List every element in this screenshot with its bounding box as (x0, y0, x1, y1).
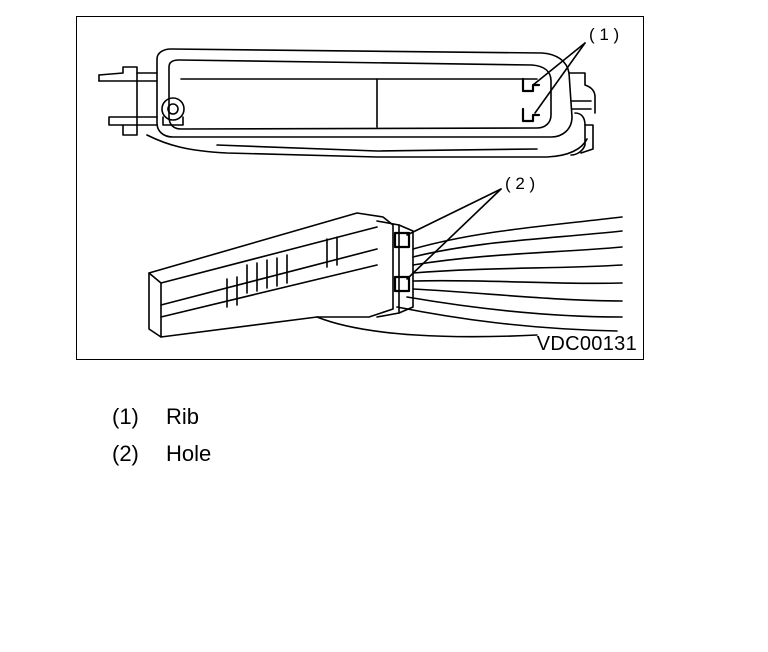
legend-label: Rib (166, 403, 200, 429)
callout-hole: ( 2 ) (406, 174, 535, 280)
diagram-figure: ( 1 ) (76, 16, 644, 360)
svg-text:( 2 ): ( 2 ) (505, 174, 535, 193)
connector-illustration: ( 1 ) (98, 25, 623, 338)
svg-text:( 1 ): ( 1 ) (589, 25, 619, 44)
figure-code: VDC00131 (536, 333, 637, 355)
legend-number: (1) (112, 403, 139, 429)
connector-cover (98, 48, 596, 158)
legend-item-rib: (1) Rib (112, 398, 211, 435)
callout-rib: ( 1 ) (532, 25, 619, 114)
connector-plug (148, 212, 623, 338)
legend: (1) Rib (2) Hole (112, 398, 211, 472)
legend-label: Hole (166, 440, 212, 466)
legend-item-hole: (2) Hole (112, 435, 211, 472)
legend-number: (2) (112, 440, 139, 466)
